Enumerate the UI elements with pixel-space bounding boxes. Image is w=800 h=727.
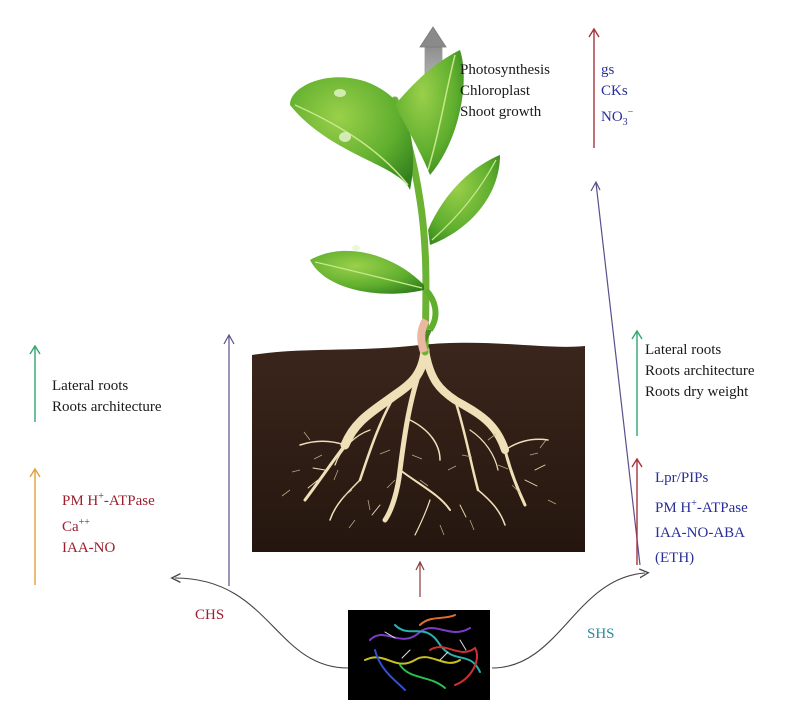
left-markers-list: PM H+-ATPase Ca++ IAA-NO (62, 486, 155, 559)
right-marker-pm-atpase: PM H+-ATPase (655, 498, 748, 516)
top-markers-up-arrow (588, 27, 600, 148)
right-effect-roots-architecture: Roots architecture (645, 363, 755, 379)
right-curve-arrow (491, 573, 645, 669)
root-collar (417, 317, 430, 354)
effect-photosynthesis: Photosynthesis (460, 62, 551, 78)
left-marker-calcium: Ca++ (62, 517, 90, 535)
soil-block (252, 342, 585, 552)
effect-shoot-growth: Shoot growth (460, 104, 542, 120)
protein-structure-image (348, 610, 490, 700)
right-green-up-arrow (631, 329, 643, 436)
right-marker-iaa-no-aba: IAA-NO-ABA (655, 525, 745, 541)
left-effect-roots-architecture: Roots architecture (52, 399, 162, 415)
label-chs: CHS (195, 607, 225, 623)
marker-gs: gs (601, 62, 615, 78)
right-effects-list: Lateral roots Roots architecture Roots d… (645, 340, 755, 403)
plant-leaves (290, 50, 500, 332)
left-effect-lateral-roots: Lateral roots (52, 378, 129, 394)
marker-no3: NO3− (601, 107, 634, 128)
left-orange-up-arrow (29, 467, 41, 585)
shoot-effects-list: Photosynthesis Chloroplast Shoot growth (460, 60, 550, 123)
left-marker-iaa-no: IAA-NO (62, 540, 116, 556)
right-red-up-arrow (631, 457, 643, 565)
root-system (299, 345, 549, 536)
label-shs: SHS (587, 626, 615, 642)
right-marker-eth: (ETH) (655, 550, 695, 566)
left-marker-pm-atpase: PM H+-ATPase (62, 491, 155, 509)
shoot-markers-list: gs CKs NO3− (601, 60, 633, 133)
left-green-up-arrow (29, 344, 41, 422)
right-marker-lpr-pips: Lpr/PIPs (655, 470, 709, 486)
effect-chloroplast: Chloroplast (460, 83, 530, 99)
root-hairs (281, 431, 557, 536)
right-effect-roots-dry-weight: Roots dry weight (645, 384, 749, 400)
left-curve-arrow (175, 578, 349, 669)
left-purple-up-arrow (223, 333, 235, 586)
marker-cks: CKs (601, 83, 628, 99)
right-markers-list: Lpr/PIPs PM H+-ATPase IAA-NO-ABA (ETH) (655, 466, 748, 571)
center-up-arrow (415, 560, 425, 597)
right-long-up-arrow (590, 180, 641, 566)
left-effects-list: Lateral roots Roots architecture (52, 376, 162, 418)
right-effect-lateral-roots: Lateral roots (645, 342, 722, 358)
